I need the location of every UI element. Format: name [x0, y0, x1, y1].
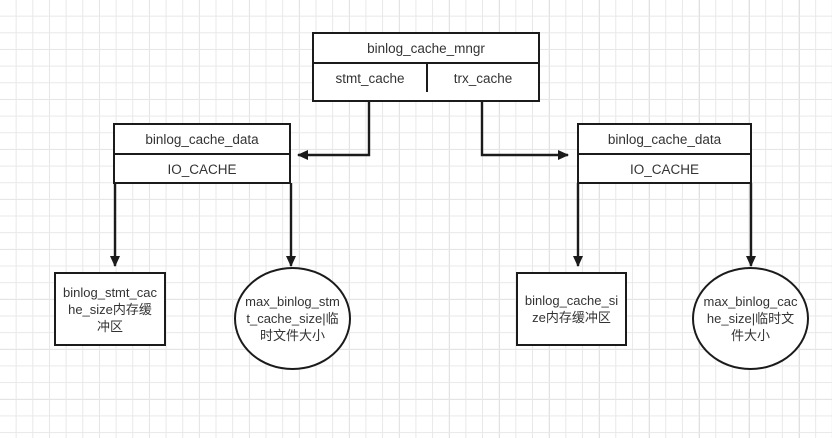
node-binlog-cache-size-memory[interactable]: binlog_cache_size内存缓冲区	[516, 272, 627, 346]
node-max-binlog-stmt-cache-size-tempfile[interactable]: max_binlog_stmt_cache_size|临时文件大小	[234, 267, 351, 370]
node-binlog-cache-data-right[interactable]: binlog_cache_data IO_CACHE	[577, 123, 752, 184]
binlog-cache-data-left-title: binlog_cache_data	[115, 125, 289, 155]
cell-trx-cache[interactable]: trx_cache	[426, 64, 538, 92]
node-binlog-cache-data-left[interactable]: binlog_cache_data IO_CACHE	[113, 123, 291, 184]
binlog-cache-data-right-io-cache: IO_CACHE	[629, 161, 700, 177]
cell-stmt-cache[interactable]: stmt_cache	[335, 70, 405, 86]
connector-stmt-cache-to-left-cache-data	[297, 101, 371, 160]
connector-trx-cache-to-right-cache-data	[480, 101, 569, 160]
node-max-binlog-cache-size-tempfile[interactable]: max_binlog_cache_size|临时文件大小	[692, 267, 809, 370]
binlog-cache-mngr-title: binlog_cache_mngr	[314, 34, 538, 64]
max-binlog-stmt-cache-size-tempfile-label: max_binlog_stmt_cache_size|临时文件大小	[245, 294, 340, 343]
binlog-stmt-cache-size-memory-label: binlog_stmt_cache_size内存缓冲区	[63, 284, 157, 334]
binlog-cache-data-left-io-cache: IO_CACHE	[167, 161, 237, 177]
node-binlog-cache-mngr[interactable]: binlog_cache_mngr stmt_cache trx_cache	[312, 32, 540, 102]
binlog-cache-data-right-title: binlog_cache_data	[579, 125, 750, 155]
node-binlog-stmt-cache-size-memory[interactable]: binlog_stmt_cache_size内存缓冲区	[54, 272, 166, 346]
binlog-cache-mngr-cells: stmt_cache trx_cache	[314, 64, 538, 92]
max-binlog-cache-size-tempfile-label: max_binlog_cache_size|临时文件大小	[703, 294, 798, 343]
binlog-cache-size-memory-label: binlog_cache_size内存缓冲区	[524, 293, 619, 325]
